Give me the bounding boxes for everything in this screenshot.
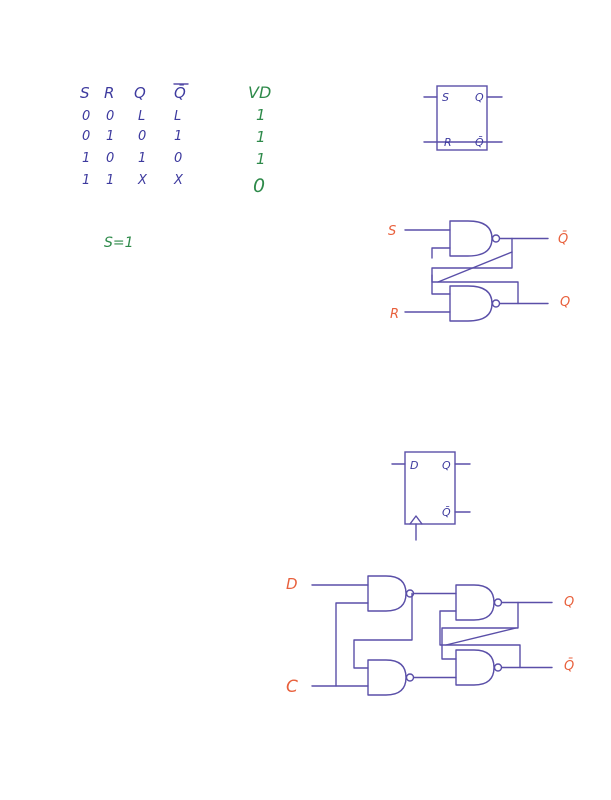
tt-cell: 0 — [174, 151, 182, 166]
tt-cell: 1 — [174, 129, 182, 144]
side-column: VD 1 1 1 0 — [248, 83, 271, 197]
side-column-value: 1 — [256, 106, 266, 124]
tt-cell: 1 — [106, 173, 114, 188]
d-block-clock-marker — [409, 515, 423, 525]
sr-block-pin-label: R — [444, 136, 452, 149]
nand-gate-body — [367, 659, 407, 696]
tt-cell: 0 — [82, 129, 90, 144]
d-latch-input-label: D — [286, 575, 298, 593]
sr-latch-output-label: Q — [560, 295, 570, 310]
sr-latch-input-label: R — [390, 307, 399, 322]
sr-block-pin-label: Q̄ — [475, 136, 484, 149]
tt-cell: 0 — [82, 109, 90, 124]
sr-feedback-wire — [431, 237, 513, 295]
tt-cell: L — [174, 109, 181, 124]
tt-header-r: R — [104, 84, 114, 102]
d-latch-input-label: C — [286, 677, 298, 697]
nand-bubble — [493, 598, 503, 607]
nand-bubble — [491, 299, 501, 308]
d-feedback-wire — [441, 601, 519, 660]
tt-header-s: S — [80, 84, 90, 102]
sr-block-symbol: S Q R Q̄ — [423, 85, 503, 151]
tt-cell: 1 — [106, 129, 114, 144]
side-column-value: 1 — [256, 150, 266, 168]
tt-cell: L — [138, 109, 145, 124]
side-column-value: 0 — [253, 175, 265, 197]
d-block-pin-label: Q̄ — [442, 506, 451, 519]
tt-cell: 0 — [106, 151, 114, 166]
d-feedback-wire — [439, 610, 521, 669]
note-text: S=1 — [104, 235, 134, 251]
tt-cell: 1 — [82, 173, 90, 188]
side-column-value: 1 — [256, 128, 266, 146]
d-latch-diagram: D C Q Q̄ — [286, 575, 574, 697]
truth-table: S R Q Q̄ 0 0 L L 0 1 0 1 1 0 1 0 1 1 X X — [80, 83, 186, 188]
tt-cell: 0 — [138, 129, 146, 144]
d-block-pin-label: Q — [442, 459, 451, 472]
sr-block-body — [436, 85, 488, 151]
nand-gate-body — [455, 584, 495, 621]
nand-gate-body — [449, 220, 493, 257]
sr-block-pin-label: Q — [475, 91, 484, 104]
sr-latch-input-label: S — [388, 224, 396, 239]
tt-cell: X — [137, 173, 148, 188]
tt-cell: X — [173, 173, 184, 188]
nand-bubble — [493, 663, 503, 672]
d-latch-output-label: Q̄ — [564, 659, 574, 674]
tt-header-qbar: Q̄ — [174, 83, 186, 102]
d-block-symbol: D Q Q̄ — [391, 451, 471, 541]
sr-latch-diagram: S R Q̄ Q — [388, 220, 570, 322]
tt-cell: 0 — [106, 109, 114, 124]
nand-gate-body — [455, 649, 495, 686]
tt-cell: 1 — [138, 151, 146, 166]
sr-block-pin-label: S — [442, 91, 449, 104]
d-wire-feedback — [353, 592, 413, 669]
d-latch-output-label: Q — [564, 595, 574, 610]
tt-header-q: Q — [134, 84, 146, 102]
tt-cell: 1 — [82, 151, 90, 166]
nand-bubble — [405, 673, 415, 682]
nand-gate-body — [449, 285, 493, 322]
d-cross-wire — [445, 627, 517, 646]
nand-bubble — [491, 234, 501, 243]
d-block-body — [404, 451, 456, 525]
nand-gate-body — [367, 575, 407, 612]
side-column-header: VD — [248, 83, 271, 102]
d-block-pin-label: D — [410, 459, 418, 472]
sr-feedback-wire — [431, 247, 519, 305]
sr-latch-output-label: Q̄ — [558, 232, 568, 247]
d-wire-c-branch — [335, 602, 369, 687]
sr-cross-wire — [437, 251, 513, 283]
